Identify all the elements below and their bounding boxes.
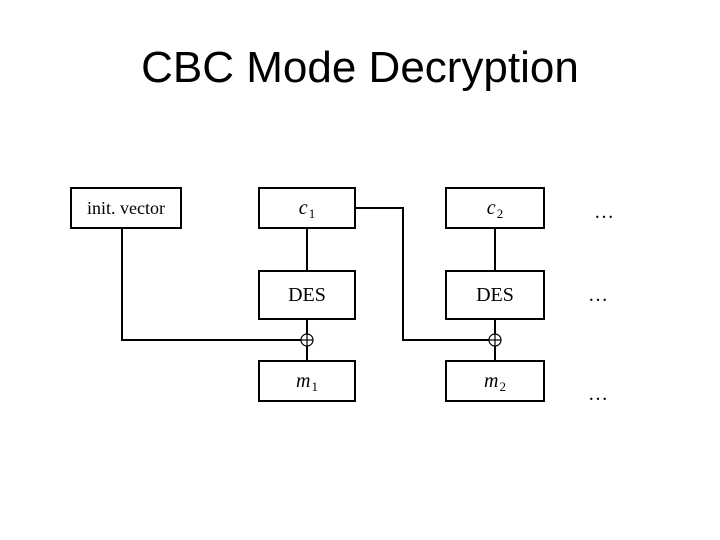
ciphertext-1-var: c xyxy=(298,197,308,219)
des-block-2: DES xyxy=(445,270,545,320)
plaintext-2-var: m xyxy=(484,370,499,392)
des-block-1: DES xyxy=(258,270,356,320)
plaintext-2-subscript: 2 xyxy=(499,378,506,394)
ciphertext-1-subscript: 1 xyxy=(308,205,316,221)
xor2-icon xyxy=(488,333,502,347)
plaintext-ellipsis: … xyxy=(588,383,608,405)
init-vector-box: init. vector xyxy=(70,187,182,229)
plaintext-1-subscript: 1 xyxy=(311,378,318,394)
des-ellipsis: … xyxy=(588,284,608,306)
ciphertext-ellipsis: … xyxy=(594,201,614,223)
des-1-label: DES xyxy=(288,284,326,306)
init-vector-label: init. vector xyxy=(87,198,165,218)
plaintext-1-var: m xyxy=(296,370,311,392)
des-2-label: DES xyxy=(476,284,514,306)
xor1-icon xyxy=(300,333,314,347)
ciphertext-2-var: c xyxy=(486,197,496,219)
ciphertext-2-subscript: 2 xyxy=(496,205,504,221)
c1-to-xor2-wire xyxy=(356,207,489,341)
iv-to-xor1-wire xyxy=(121,229,301,341)
page-title: CBC Mode Decryption xyxy=(141,43,579,92)
